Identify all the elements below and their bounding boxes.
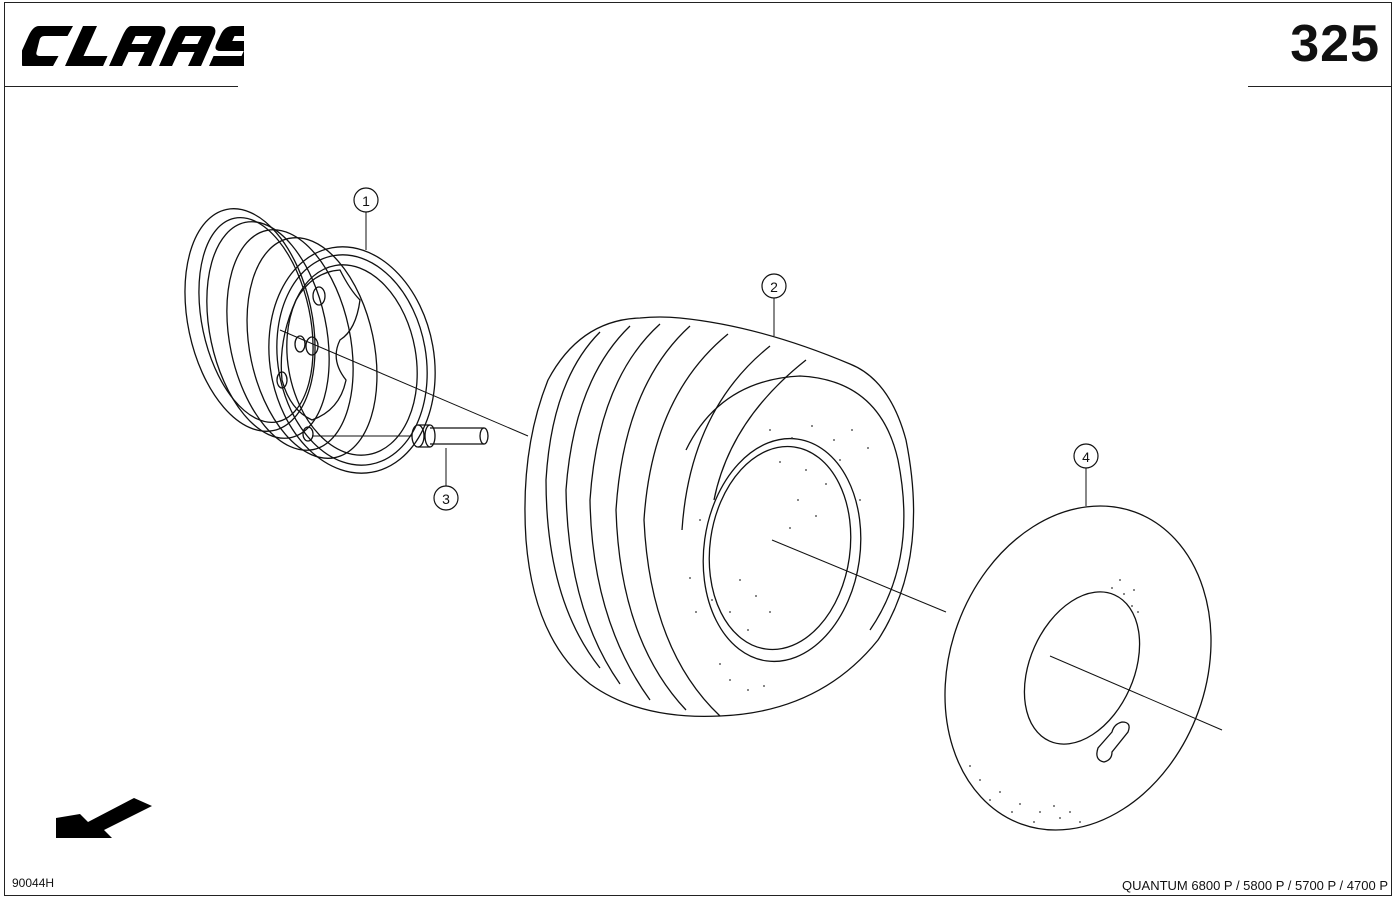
model-list: QUANTUM 6800 P / 5800 P / 5700 P / 4700 … <box>1122 878 1388 893</box>
callout-3-label: 3 <box>442 491 450 507</box>
callout-3 <box>433 485 459 511</box>
direction-arrow-icon <box>56 798 152 838</box>
wheel-bolt-part <box>312 424 489 448</box>
callout-1-label: 1 <box>362 193 370 209</box>
page-number: 325 <box>1290 15 1380 73</box>
callout-4-label: 4 <box>1082 449 1090 465</box>
callout-2 <box>761 273 787 299</box>
drawing-number: 90044H <box>12 876 55 890</box>
drawing-frame <box>4 2 1392 896</box>
callout-4 <box>1073 443 1099 469</box>
callout-2-label: 2 <box>770 279 778 295</box>
header-rule-left <box>4 86 238 87</box>
tyre-part <box>524 316 915 718</box>
stipple-shading <box>689 425 1139 823</box>
rim-part <box>184 208 436 474</box>
claas-logo <box>22 26 244 66</box>
header-rule-right <box>1248 86 1392 87</box>
callout-1 <box>353 187 379 213</box>
tube-part <box>944 505 1212 831</box>
